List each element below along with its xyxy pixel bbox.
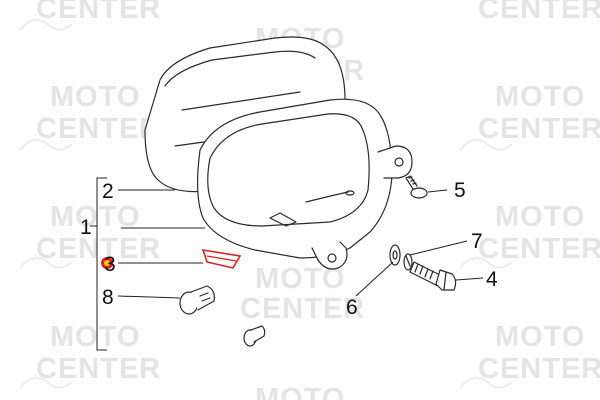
mounting-hole <box>327 253 337 263</box>
watermark-brand-line1: MOTO <box>50 81 140 113</box>
headlight-housing-part[interactable] <box>197 98 413 270</box>
lower-mounting-ear <box>311 241 348 270</box>
watermark-top-right: CENTER <box>478 0 600 25</box>
callout-8[interactable]: 8 <box>102 286 114 309</box>
bolt-part-4[interactable] <box>409 261 457 291</box>
lens-reflection-line <box>181 91 301 111</box>
callout-3[interactable]: 3 <box>104 253 116 276</box>
scooter-logo-icon <box>19 377 73 389</box>
leader-line-4 <box>455 277 484 281</box>
group-bracket <box>90 177 107 351</box>
housing-outline <box>197 98 393 259</box>
small-bulb-base <box>250 325 266 343</box>
callout-4[interactable]: 4 <box>486 268 498 291</box>
watermark-brand-line2: CENTER <box>478 353 600 385</box>
scooter-logo-icon <box>459 377 513 389</box>
bulb-part-8[interactable] <box>179 285 215 315</box>
screw-part-5[interactable] <box>405 175 428 199</box>
screw-head <box>410 187 428 199</box>
bolt-thread <box>414 263 434 280</box>
watermark-mid-left: MOTO CENTER <box>36 81 161 145</box>
washer-hole <box>392 250 398 260</box>
watermark-brand-line2: CENTER <box>240 293 365 325</box>
watermark-brand-line2: CENTER <box>478 113 600 145</box>
housing-reflector-rim <box>207 113 370 227</box>
bulb-holder-highlighted-part[interactable] <box>201 248 242 269</box>
callout-labels: 1 2 3 4 5 6 7 8 <box>80 179 498 319</box>
bulb-base <box>190 285 215 311</box>
watermark-bottom-left: MOTO CENTER <box>36 321 161 385</box>
bolt-head-edge <box>443 271 447 291</box>
watermark-brand-line1: MOTO <box>495 321 585 353</box>
watermark-bottom-right: MOTO CENTER <box>478 321 600 385</box>
small-bulb-part[interactable] <box>243 325 266 347</box>
leader-line-5 <box>427 189 448 193</box>
callout-7[interactable]: 7 <box>471 230 483 253</box>
callout-1[interactable]: 1 <box>80 216 92 239</box>
screw-shank <box>405 175 418 190</box>
watermark-lower-center: MOTO CENTER <box>240 263 365 325</box>
scooter-logo-icon <box>19 19 73 31</box>
watermark-top-left: CENTER <box>36 0 161 25</box>
watermark-brand-line2: CENTER <box>36 353 161 385</box>
watermark-brand-line2: CENTER <box>478 0 600 25</box>
watermark-brand-line2: CENTER <box>36 0 161 25</box>
washer-part-6[interactable] <box>389 244 401 266</box>
highlight-marker-inner <box>104 260 110 266</box>
screw-thread <box>408 176 417 185</box>
scooter-logo-icon <box>459 257 513 269</box>
watermark-brand-line2: CENTER <box>478 233 600 265</box>
callout-6[interactable]: 6 <box>346 296 358 319</box>
highlighted-part-edge <box>206 255 237 262</box>
watermark-brand-line2: CENTER <box>36 233 161 265</box>
watermark-lower-right: MOTO CENTER <box>478 201 600 265</box>
washer-outer <box>389 244 401 266</box>
callout-2[interactable]: 2 <box>102 180 114 203</box>
watermark-brand-line1: MOTO <box>50 321 140 353</box>
scooter-logo-icon <box>459 139 513 151</box>
watermark-brand-line1: MOTO <box>255 383 345 400</box>
watermark-brand-line2: CENTER <box>36 113 161 145</box>
watermark-bottom-center: MOTO <box>255 383 345 400</box>
watermark-brand-line1: MOTO <box>495 201 585 233</box>
label-plate <box>269 212 297 227</box>
bolt-hex-head <box>435 269 457 291</box>
spring-washer-split <box>405 255 411 267</box>
callout-3-marker <box>101 257 113 269</box>
mounting-hole <box>394 157 404 167</box>
watermark-mid-right: MOTO CENTER <box>478 81 600 145</box>
bulb-contacts <box>199 292 211 302</box>
leader-lines <box>117 189 484 299</box>
highlighted-part-outline <box>201 248 242 269</box>
leader-line-6 <box>355 261 394 297</box>
lens-inner-edge <box>164 50 316 87</box>
cable-connector <box>345 190 355 196</box>
washer-part-7[interactable] <box>403 253 413 271</box>
wiring-cable <box>305 191 349 203</box>
watermark-brand-line1: MOTO <box>495 81 585 113</box>
leader-line-8 <box>117 295 181 299</box>
leader-line-7 <box>409 240 468 256</box>
group-bracket-line <box>96 177 107 351</box>
scooter-logo-icon <box>19 257 73 269</box>
callout-5[interactable]: 5 <box>454 179 466 202</box>
scooter-logo-icon <box>19 139 73 151</box>
